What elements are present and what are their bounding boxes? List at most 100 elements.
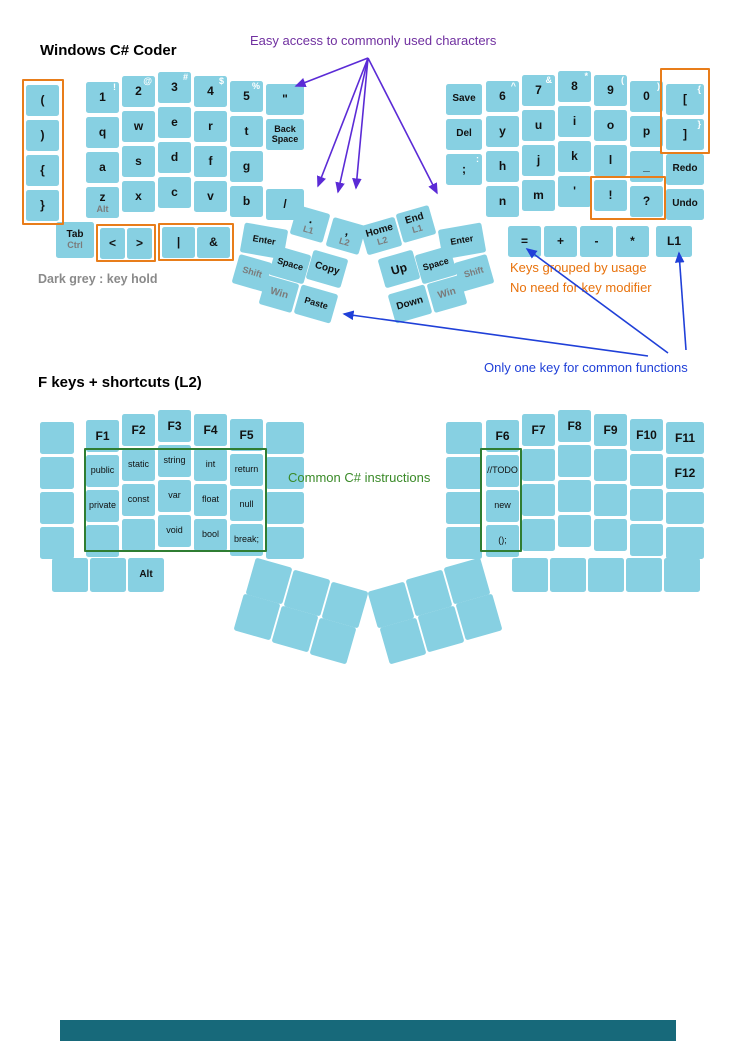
blank-key	[90, 558, 126, 592]
key-f3: F3	[158, 410, 191, 442]
blank-key	[86, 525, 119, 557]
key-todo-comment: //TODO	[486, 455, 519, 487]
key-f10: F10	[630, 419, 663, 451]
key-close-bracket: ]}	[666, 119, 704, 150]
key-int: int	[194, 449, 227, 481]
blank-key	[630, 454, 663, 486]
key-b: b	[230, 186, 263, 217]
key-asterisk: *	[616, 226, 649, 257]
key-5: 5%	[230, 81, 263, 112]
blank-key	[446, 527, 482, 559]
key-9: 9(	[594, 75, 627, 106]
key-o: o	[594, 110, 627, 141]
blank-key	[522, 449, 555, 481]
key-save: Save	[446, 84, 482, 115]
key-pipe: |	[162, 227, 195, 258]
key-slash: /	[266, 189, 304, 220]
key-parens-semicolon: ();	[486, 525, 519, 557]
key-string: string	[158, 445, 191, 477]
grouped-note-line2: No need for key modifier	[510, 280, 652, 295]
key-semicolon: ;:	[446, 154, 482, 185]
blank-key	[666, 527, 704, 559]
key-equals: =	[508, 226, 541, 257]
blank-key	[40, 527, 74, 559]
key-ampersand: &	[197, 227, 230, 258]
key-2: 2@	[122, 76, 155, 107]
key-l1: L1	[656, 226, 692, 257]
grouped-by-usage-note: Keys grouped by usage No need for key mo…	[510, 258, 652, 298]
key-8: 8*	[558, 71, 591, 102]
key-l: l	[594, 145, 627, 176]
key-redo: Redo	[666, 154, 704, 185]
key-6: 6^	[486, 81, 519, 112]
key-f7: F7	[522, 414, 555, 446]
key-0: 0)	[630, 81, 663, 112]
key-public: public	[86, 455, 119, 487]
blank-key	[446, 422, 482, 454]
key-up: Up	[377, 249, 421, 289]
key-float: float	[194, 484, 227, 516]
key-null: null	[230, 489, 263, 521]
key-hold-note: Dark grey : key hold	[38, 272, 158, 286]
key-underscore: _	[630, 151, 663, 182]
blank-key	[558, 445, 591, 477]
key-a: a	[86, 152, 119, 183]
blank-key	[266, 527, 304, 559]
key-n: n	[486, 186, 519, 217]
key-3: 3#	[158, 72, 191, 103]
key-bool: bool	[194, 519, 227, 551]
key-w: w	[122, 111, 155, 142]
key-f12: F12	[666, 457, 704, 489]
key-q: q	[86, 117, 119, 148]
blank-key	[558, 480, 591, 512]
key-question: ?	[630, 186, 663, 217]
blank-key	[266, 422, 304, 454]
blank-key	[630, 489, 663, 521]
key-v: v	[194, 181, 227, 212]
layer1-title: Windows C# Coder	[40, 42, 177, 59]
blank-key	[40, 422, 74, 454]
blank-key	[558, 515, 591, 547]
key-f: f	[194, 146, 227, 177]
blank-key	[40, 457, 74, 489]
key-comma: ,L2	[325, 216, 367, 256]
key-u: u	[522, 110, 555, 141]
key-copy: Copy	[305, 249, 349, 289]
key-m: m	[522, 180, 555, 211]
key-minus: -	[580, 226, 613, 257]
key-open-brace: {	[26, 155, 59, 186]
footer-bar	[60, 1020, 676, 1041]
key-open-bracket: [{	[666, 84, 704, 115]
key-d: d	[158, 142, 191, 173]
key-void: void	[158, 515, 191, 547]
blank-key	[594, 519, 627, 551]
key-f1: F1	[86, 420, 119, 452]
key-c: c	[158, 177, 191, 208]
key-close-paren: )	[26, 120, 59, 151]
key-exclamation: !	[594, 180, 627, 211]
key-new: new	[486, 490, 519, 522]
key-const: const	[122, 484, 155, 516]
key-i: i	[558, 106, 591, 137]
key-f5: F5	[230, 419, 263, 451]
blank-key	[522, 484, 555, 516]
key-del: Del	[446, 119, 482, 150]
blank-key	[522, 519, 555, 551]
easy-access-note: Easy access to commonly used characters	[250, 33, 497, 48]
key-apostrophe: '	[558, 176, 591, 207]
key-f9: F9	[594, 414, 627, 446]
key-t: t	[230, 116, 263, 147]
key-f11: F11	[666, 422, 704, 454]
key-down: Down	[387, 284, 433, 324]
key-x: x	[122, 181, 155, 212]
key-var: var	[158, 480, 191, 512]
key-f2: F2	[122, 414, 155, 446]
blank-key	[266, 457, 304, 489]
key-e: e	[158, 107, 191, 138]
key-greater-than: >	[127, 228, 152, 259]
blank-key	[446, 457, 482, 489]
